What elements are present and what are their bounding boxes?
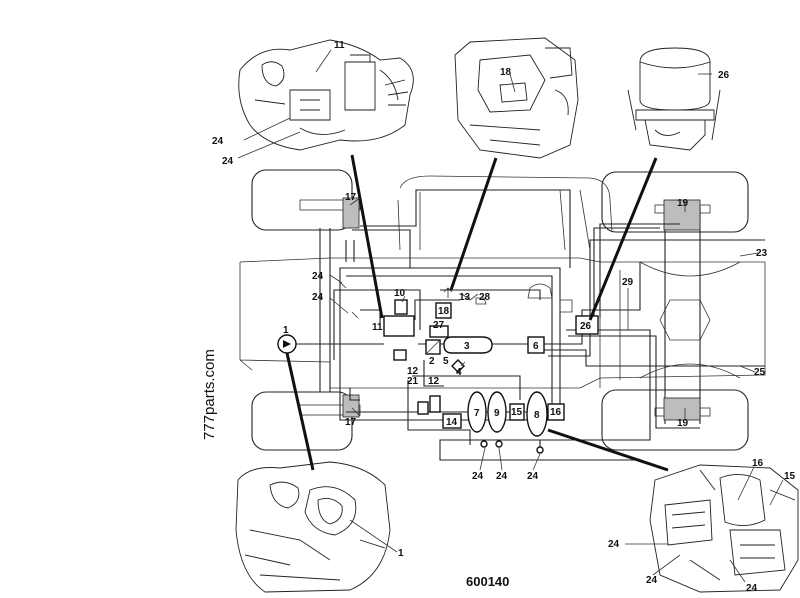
callout-24-inset-e: 24 (746, 583, 758, 594)
callout-8: 8 (534, 410, 540, 421)
callout-9: 9 (494, 408, 500, 419)
callout-13: 13 (459, 292, 471, 303)
callout-24-bottom-c: 24 (527, 471, 539, 482)
callout-4: 4 (456, 367, 462, 378)
callout-15: 15 (511, 407, 523, 418)
reservoir-3 (443, 336, 493, 354)
callout-26: 26 (580, 321, 592, 332)
component-box-12a (393, 349, 407, 361)
callout-23: 23 (756, 248, 768, 259)
callout-11-inset: 11 (334, 40, 345, 51)
callout-29: 29 (622, 277, 634, 288)
callout-21: 21 (407, 376, 419, 387)
callout-7: 7 (474, 408, 480, 419)
air-piping (296, 189, 765, 461)
reservoir-8 (526, 391, 548, 437)
components (277, 281, 599, 454)
rear-axle (654, 199, 711, 424)
callout-3: 3 (464, 341, 470, 352)
callout-27: 27 (433, 320, 445, 331)
callout-11: 11 (372, 322, 383, 333)
callout-14: 14 (446, 417, 458, 428)
component-box-14 (442, 413, 462, 429)
callout-2: 2 (429, 356, 435, 367)
component-4 (451, 359, 465, 373)
callout-25: 25 (754, 367, 766, 378)
component-box-6 (527, 336, 545, 354)
callout-24-inset-c: 24 (608, 539, 620, 550)
callout-24-bottom-a: 24 (472, 471, 484, 482)
inset-compressor-governor (238, 39, 414, 151)
component-box-16 (547, 403, 565, 421)
component-box-18 (435, 302, 452, 319)
callout-19-top: 19 (677, 198, 689, 209)
component-box-12b (429, 395, 441, 413)
callout-1-inset: 1 (398, 548, 404, 559)
callout-26-inset: 26 (718, 70, 730, 81)
component-box-27 (429, 325, 449, 338)
callout-28: 28 (479, 292, 491, 303)
callout-labels: 11 24 24 18 26 17 17 19 19 23 25 29 24 2… (212, 40, 796, 594)
inset-leaders (237, 49, 784, 583)
callout-16-inset: 16 (752, 458, 764, 469)
front-axle (299, 197, 361, 418)
inset-air-dryer (627, 47, 721, 151)
callout-24-bottom-b: 24 (496, 471, 508, 482)
component-box-21 (417, 401, 429, 415)
callout-18-inset: 18 (500, 67, 512, 78)
callout-17-top: 17 (345, 192, 357, 203)
component-box-15 (509, 403, 525, 421)
callout-15-inset: 15 (784, 471, 796, 482)
callout-24-inset-b: 24 (222, 156, 234, 167)
callout-10: 10 (394, 288, 406, 299)
callout-24-inset-a: 24 (212, 136, 224, 147)
component-box-10 (394, 299, 408, 315)
callout-16: 16 (550, 407, 562, 418)
watermark: 777parts.com (201, 349, 218, 440)
component-box-11 (383, 315, 415, 337)
callout-12-a: 12 (407, 366, 419, 377)
inset-cab-valve (454, 37, 579, 159)
callout-17-bottom: 17 (345, 417, 357, 428)
reservoir-7 (467, 391, 487, 433)
callout-18: 18 (438, 306, 450, 317)
component-box-26 (575, 315, 599, 335)
callout-24-inset-d: 24 (646, 575, 658, 586)
callout-24-left-a: 24 (312, 271, 324, 282)
inset-compressor-engine (235, 461, 391, 593)
callout-24-left-b: 24 (312, 292, 324, 303)
callout-19-bottom: 19 (677, 418, 689, 429)
inset-valve-bank (649, 464, 799, 593)
callout-6: 6 (533, 341, 539, 352)
drawing-number: 600140 (466, 574, 509, 589)
callout-5: 5 (443, 356, 449, 367)
reservoir-9 (487, 391, 507, 433)
callout-1: 1 (283, 325, 289, 336)
callout-12-b: 12 (428, 376, 440, 387)
